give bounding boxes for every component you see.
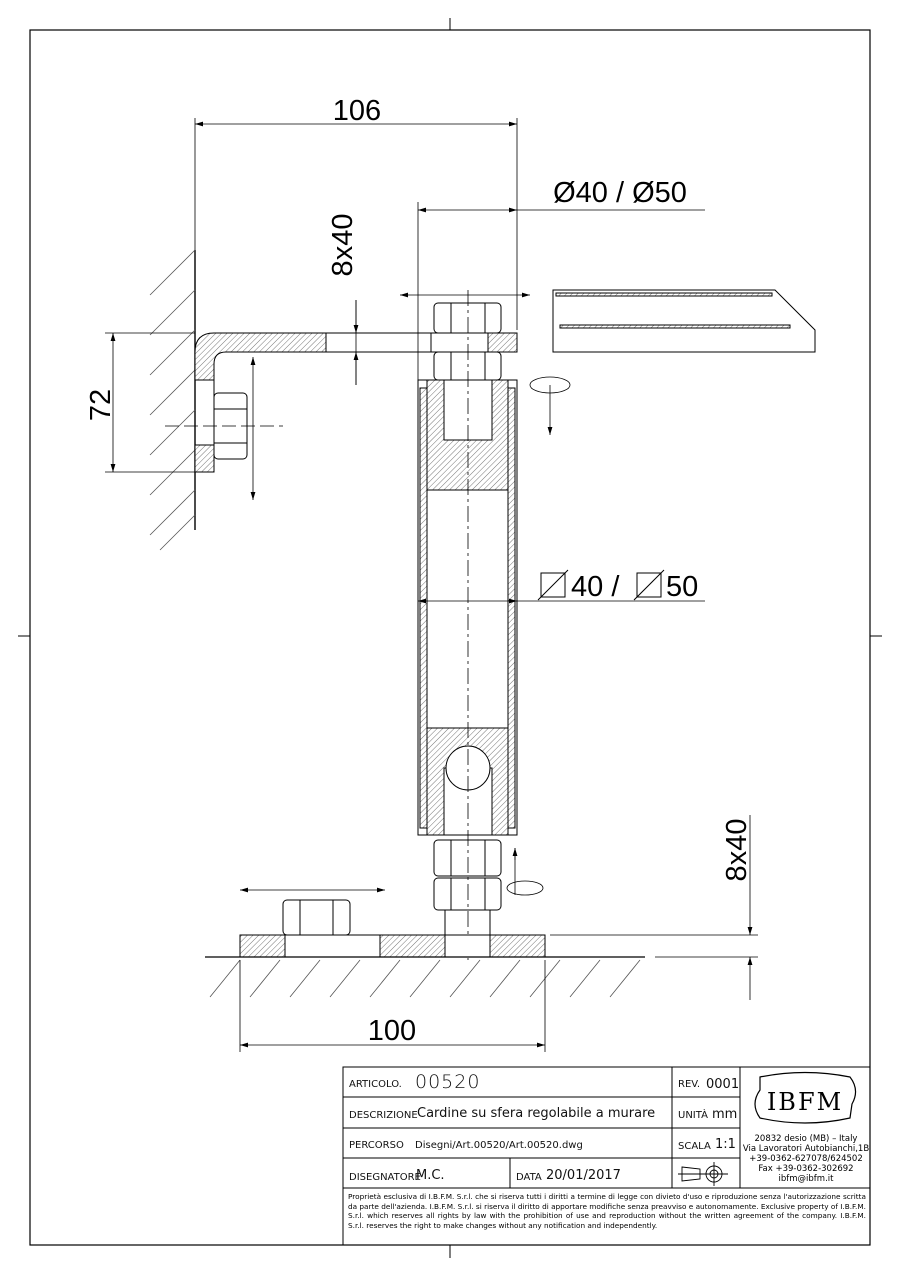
articolo-label: ARTICOLO. (349, 1079, 402, 1090)
scala-value: 1:1 (715, 1137, 736, 1152)
legal-notice: Proprietà esclusiva di I.B.F.M. S.r.l. c… (348, 1192, 866, 1230)
dim-square-40: 40 / (571, 571, 620, 603)
dim-bolt-bottom: 8x40 (721, 819, 753, 882)
bottom-nuts (433, 839, 502, 936)
dim-bolt-top: 8x40 (327, 214, 359, 277)
data-label: DATA (516, 1172, 542, 1183)
fax: Fax +39-0362-302692 (758, 1164, 854, 1174)
disegnatore-label: DISEGNATORE (349, 1172, 421, 1183)
top-nuts (433, 302, 502, 381)
address-line: Via Lavoratori Autobianchi,1B (742, 1144, 870, 1154)
rev-value: 0001 (706, 1077, 740, 1092)
percorso-label: PERCORSO (349, 1140, 404, 1151)
dim-diameter: Ø40 / Ø50 (553, 177, 687, 209)
articolo-value: 00520 (415, 1071, 481, 1093)
base-plate (239, 899, 546, 958)
unita-label: UNITÀ (678, 1110, 708, 1121)
ibfm-logo: IBFM (754, 1071, 857, 1124)
disegnatore-value: M.C. (416, 1168, 445, 1183)
title-block-grid (342, 1066, 871, 1246)
rev-label: REV. (678, 1079, 700, 1090)
unita-value: mm (712, 1107, 738, 1122)
address-line: 20832 desio (MB) – Italy (754, 1134, 858, 1144)
logo-text: IBFM (767, 1088, 843, 1116)
email: ibfm@ibfm.it (778, 1174, 834, 1184)
dimension-lines (105, 118, 758, 1052)
descrizione-value: Cardine su sfera regolabile a murare (417, 1106, 656, 1121)
projection-symbol-icon (678, 1162, 728, 1186)
company-address: 20832 desio (MB) – Italy Via Lavoratori … (742, 1134, 870, 1184)
square-section-icon (537, 569, 665, 601)
descrizione-label: DESCRIZIONE (349, 1110, 418, 1121)
wall-bracket (194, 332, 518, 473)
dim-square-50: 50 (666, 571, 698, 603)
scala-label: SCALA (678, 1141, 711, 1152)
ground (205, 956, 645, 998)
dim-100: 100 (368, 1015, 416, 1047)
dim-106: 106 (333, 95, 381, 127)
wall (149, 249, 196, 551)
gate-leaf (552, 289, 816, 353)
square-tube (417, 379, 518, 836)
dim-72: 72 (85, 389, 117, 421)
phone: +39-0362-627078/624502 (749, 1154, 863, 1164)
data-value: 20/01/2017 (546, 1168, 621, 1183)
percorso-value: Disegni/Art.00520/Art.00520.dwg (415, 1140, 583, 1151)
